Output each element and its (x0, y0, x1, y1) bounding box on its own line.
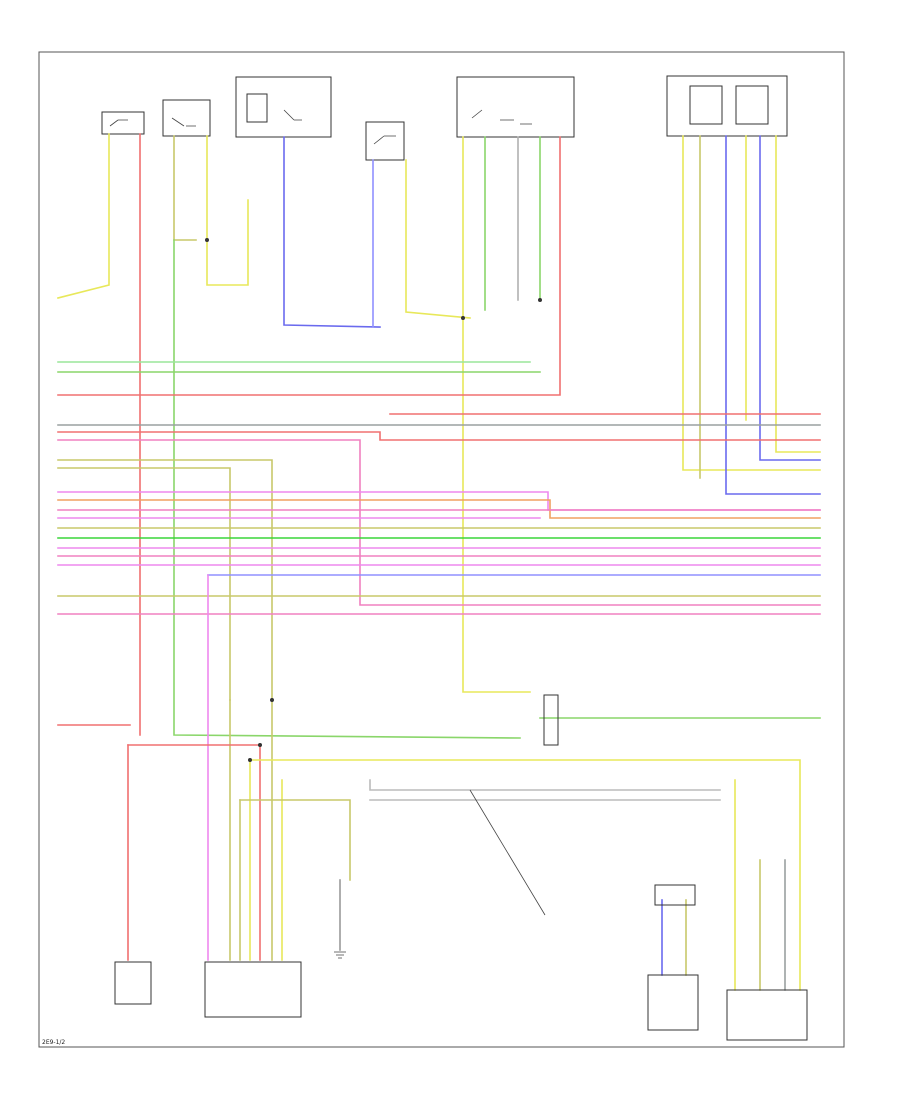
footer-code: 2E9-1/2 (42, 1039, 65, 1046)
component-box-4 (365, 121, 405, 161)
leader-line (469, 789, 546, 916)
horizontal-bus-wires (57, 361, 821, 726)
component-box-5 (456, 76, 575, 138)
component-box-10 (726, 989, 808, 1041)
ground-icon (334, 951, 346, 959)
connector-dots (205, 238, 542, 762)
component-box-8 (204, 961, 302, 1018)
component-box-7 (114, 961, 152, 1005)
sensor-box (654, 884, 696, 906)
component-box-2 (162, 99, 211, 137)
lower-section (114, 574, 821, 1041)
component-box-6 (666, 75, 788, 137)
component-box-3 (235, 76, 332, 138)
diagram-frame (38, 51, 845, 1048)
component-box-9 (647, 974, 699, 1031)
connector-block (543, 694, 559, 746)
component-box-1 (101, 111, 145, 135)
vertical-wires-top (57, 133, 821, 739)
top-components (101, 75, 788, 161)
